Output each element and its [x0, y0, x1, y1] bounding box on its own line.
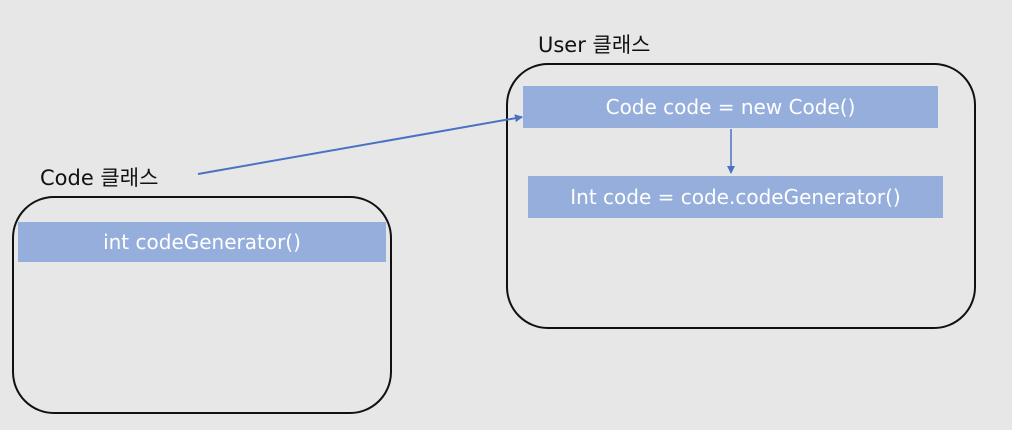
code-class-title: Code 클래스 [40, 166, 159, 190]
code-class-box [12, 196, 392, 414]
code-generator-method: int codeGenerator() [18, 222, 386, 262]
user-class-title: User 클래스 [538, 33, 651, 57]
user-class-box [506, 63, 976, 329]
instantiation-arrow [197, 114, 523, 175]
new-code-statement: Code code = new Code() [523, 86, 938, 128]
code-generator-call-statement: Int code = code.codeGenerator() [528, 176, 943, 218]
